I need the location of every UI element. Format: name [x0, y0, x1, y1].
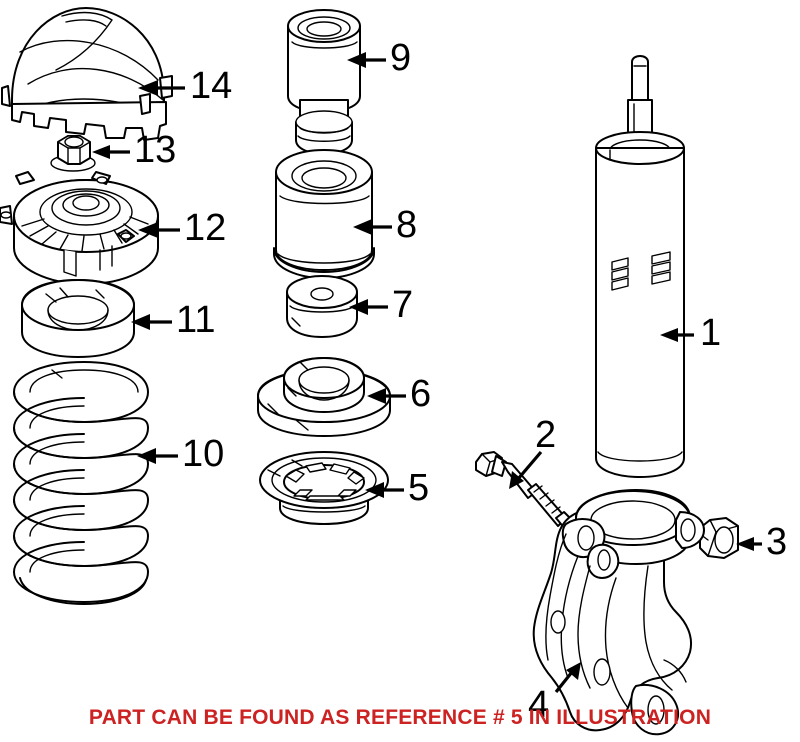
part-spring-pad-ring [21, 279, 135, 358]
part-dust-boot-cover [273, 149, 375, 279]
callout-leader-3 [736, 537, 762, 551]
callout-label-5: 5 [408, 467, 429, 509]
callout-leader-6 [367, 388, 406, 404]
callout-label-4: 4 [528, 684, 549, 726]
part-bump-stop [287, 9, 361, 155]
callout-label-12: 12 [184, 207, 226, 249]
callout-label-8: 8 [396, 204, 417, 246]
callout-label-2: 2 [535, 414, 556, 456]
callout-leader-9 [347, 52, 386, 68]
callout-leader-1 [660, 328, 694, 342]
part-strut-mount-cap [1, 7, 173, 141]
callout-leader-10 [137, 448, 178, 464]
callout-label-9: 9 [390, 37, 411, 79]
callout-label-1: 1 [700, 312, 721, 354]
reference-note: PART CAN BE FOUND AS REFERENCE # 5 IN IL… [88, 706, 712, 729]
part-upper-spring-seat [257, 357, 391, 437]
callout-leader-5 [365, 482, 404, 498]
callout-label-7: 7 [392, 284, 413, 326]
callout-leader-2 [509, 450, 543, 489]
part-hex-flange-nut-lower [699, 517, 739, 559]
callout-leader-13 [92, 145, 130, 159]
callout-leader-8 [353, 219, 392, 235]
callout-leader-4 [554, 662, 581, 693]
part-spring-seat-bearing [259, 451, 389, 525]
callout-leader-11 [131, 314, 172, 330]
part-coil-spring [13, 361, 149, 605]
callout-label-13: 13 [134, 129, 176, 171]
callout-label-11: 11 [176, 299, 215, 341]
callout-leader-12 [138, 222, 180, 238]
part-spacer-puck [286, 275, 358, 338]
callout-label-14: 14 [190, 65, 232, 107]
part-strut-mount [0, 171, 159, 285]
callout-label-3: 3 [766, 521, 787, 563]
callout-leader-7 [349, 299, 388, 315]
callout-leader-14 [138, 80, 185, 96]
part-hex-flange-bolt [475, 451, 575, 531]
part-strut-shock-absorber [595, 55, 685, 478]
callout-label-6: 6 [410, 373, 431, 415]
callout-label-10: 10 [182, 433, 224, 475]
part-steering-knuckle [532, 489, 705, 736]
part-hex-flange-nut-upper [50, 135, 96, 172]
